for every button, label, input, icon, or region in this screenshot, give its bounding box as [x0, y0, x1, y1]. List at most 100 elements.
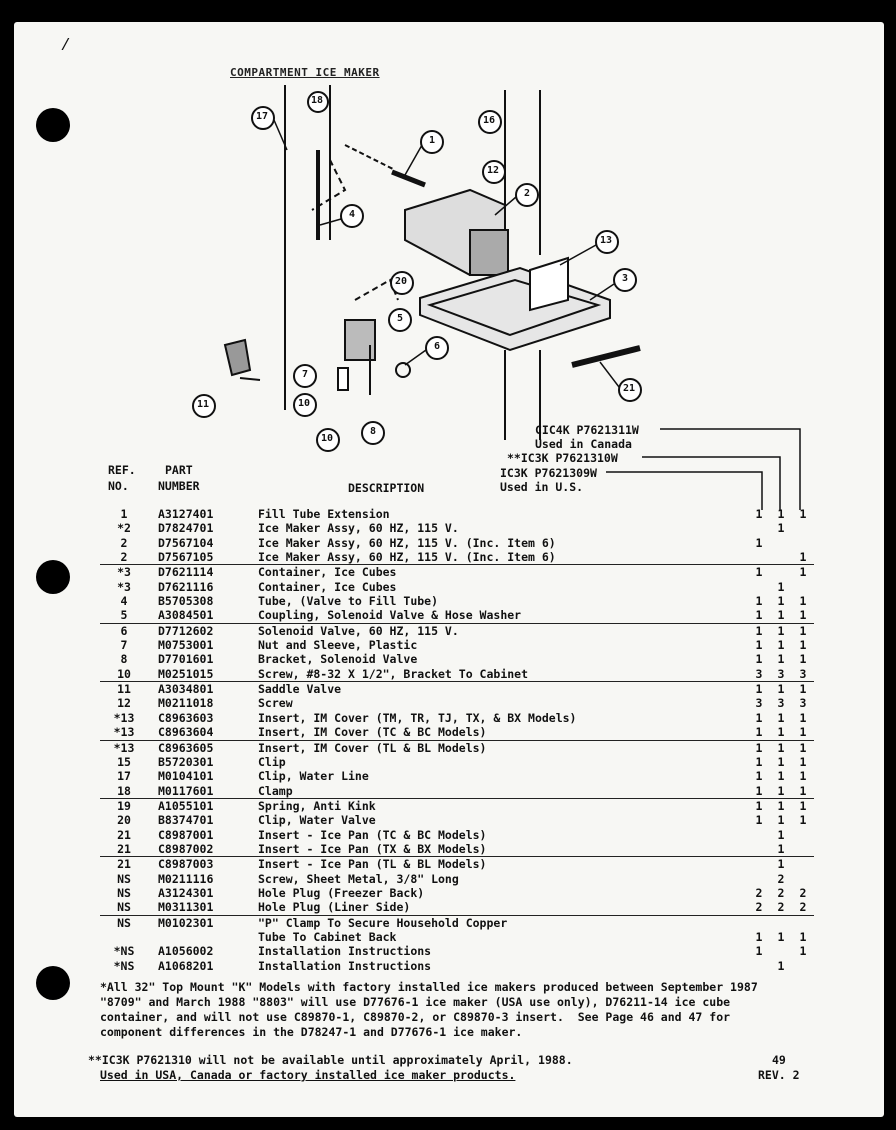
ref-cell: 2: [100, 550, 148, 566]
ref-cell: 8: [120, 652, 128, 667]
model-cic4k: CIC4K P7621311W: [535, 423, 639, 437]
description-cell: Insert - Ice Pan (TC & BC Models): [258, 827, 487, 842]
part-number-cell: C8987001: [158, 827, 214, 842]
description-cell: Container, Ice Cubes: [258, 579, 397, 594]
qty-cic4k-cell: 2: [755, 885, 763, 900]
corner-mark: ⁄: [60, 34, 71, 55]
description-cell: Clip, Water Line: [258, 769, 369, 784]
callout-3: 3: [622, 273, 629, 284]
parts-row: 21 C8987001 Insert - Ice Pan (TC & BC Mode…: [100, 828, 814, 842]
qty-ic3k-309-cell: 2: [799, 885, 807, 900]
page-title: COMPARTMENT ICE MAKER: [230, 66, 380, 79]
part-number-cell: D7621114: [158, 565, 214, 580]
qty-ic3k-310-cell: 1: [777, 813, 785, 828]
ref-cell: *13: [113, 710, 135, 725]
qty-cic4k-cell: 1: [748, 608, 770, 624]
part-number-cell: M0211116: [158, 871, 214, 886]
ref-cell: 2: [120, 535, 128, 550]
qty-ic3k-309-cell: 1: [799, 740, 807, 755]
qty-ic3k-310-cell: 1: [777, 623, 785, 638]
part-number-cell: D7824701: [158, 521, 214, 536]
callout-6: 6: [434, 341, 441, 352]
qty-ic3k-309-cell: 1: [799, 813, 807, 828]
header-no: NO.: [108, 479, 129, 493]
qty-ic3k-309-cell: 1: [799, 507, 807, 521]
qty-cic4k-cell: [748, 841, 770, 858]
qty-ic3k-309-cell: [792, 580, 814, 594]
qty-ic3k-309-cell: 3: [799, 696, 807, 711]
qty-ic3k-309-cell: [792, 536, 814, 550]
ref-cell: 17: [117, 769, 131, 784]
footnote-2-line-2: Used in USA, Canada or factory installed…: [100, 1068, 516, 1082]
description-cell: Container, Ice Cubes: [258, 565, 397, 580]
qty-cic4k-cell: 1: [748, 783, 770, 799]
header-number: NUMBER: [158, 479, 200, 493]
ref-cell: 6: [120, 623, 128, 638]
part-number-cell: M0104101: [158, 769, 214, 784]
qty-ic3k-309-cell: 1: [792, 608, 814, 624]
qty-ic3k-309-cell: [792, 828, 814, 842]
ref-cell: 19: [117, 798, 131, 813]
binder-hole-bottom: [36, 966, 70, 1000]
callout-11: 11: [197, 399, 210, 410]
qty-ic3k-309-cell: 1: [799, 798, 807, 813]
callout-8: 8: [370, 426, 377, 437]
description-cell: Solenoid Valve, 60 HZ, 115 V.: [258, 623, 459, 638]
qty-ic3k-310-cell: 1: [777, 827, 785, 842]
qty-ic3k-309-cell: 1: [799, 682, 807, 697]
qty-cic4k-cell: [748, 959, 770, 973]
qty-ic3k-309-cell: 3: [792, 666, 814, 683]
qty-ic3k-309-cell: [792, 872, 814, 886]
callout-10b: 10: [321, 433, 334, 444]
qty-cic4k-cell: [748, 857, 770, 872]
qty-ic3k-310-cell: 1: [777, 652, 785, 667]
qty-cic4k-cell: 1: [755, 754, 763, 769]
qty-ic3k-310-cell: [770, 536, 792, 550]
qty-ic3k-309-cell: 1: [799, 929, 807, 944]
description-cell: Insert, IM Cover (TC & BC Models): [258, 725, 748, 741]
qty-ic3k-310-cell: 3: [770, 666, 792, 683]
qty-ic3k-310-cell: 2: [770, 900, 792, 916]
qty-ic3k-310-cell: 1: [777, 769, 785, 784]
part-number-cell: M0211018: [158, 696, 214, 711]
qty-cic4k-cell: 3: [755, 696, 763, 711]
description-cell: Clip: [258, 754, 286, 769]
qty-cic4k-cell: 1: [755, 710, 763, 725]
footnote-1-line-2: "8709" and March 1988 "8803" will use D7…: [100, 995, 731, 1009]
qty-cic4k-cell: [748, 872, 770, 886]
description-cell: Saddle Valve: [258, 682, 342, 697]
ref-cell: NS: [100, 900, 148, 916]
ref-cell: 11: [117, 682, 131, 697]
qty-ic3k-310-cell: 1: [777, 682, 785, 697]
footnote-1-line-4: component differences in the D78247-1 an…: [100, 1025, 523, 1039]
part-number-cell: A1068201: [158, 958, 214, 973]
qty-ic3k-309-cell: 1: [799, 769, 807, 784]
qty-cic4k-cell: 1: [755, 682, 763, 697]
part-number-cell: B8374701: [158, 813, 214, 828]
description-cell: Ice Maker Assy, 60 HZ, 115 V.: [258, 521, 459, 536]
qty-ic3k-309-cell: 1: [799, 623, 807, 638]
qty-ic3k-309-cell: 1: [799, 638, 807, 653]
description-cell: Ice Maker Assy, 60 HZ, 115 V. (Inc. Item…: [258, 550, 748, 566]
description-cell: Screw: [258, 696, 293, 711]
qty-ic3k-309-cell: [792, 841, 814, 858]
ref-cell: [100, 930, 148, 944]
qty-ic3k-310-cell: [770, 915, 792, 930]
footnote-1-line-1: *All 32" Top Mount "K" Models with facto…: [100, 980, 758, 994]
description-cell: Insert, IM Cover (TM, TR, TJ, TX, & BX M…: [258, 710, 577, 725]
ref-cell: 21: [117, 827, 131, 842]
description-cell: Installation Instructions: [258, 958, 432, 973]
description-cell: Hole Plug (Liner Side): [258, 900, 748, 916]
part-number-cell: [148, 930, 258, 944]
qty-ic3k-310-cell: 1: [770, 841, 792, 858]
